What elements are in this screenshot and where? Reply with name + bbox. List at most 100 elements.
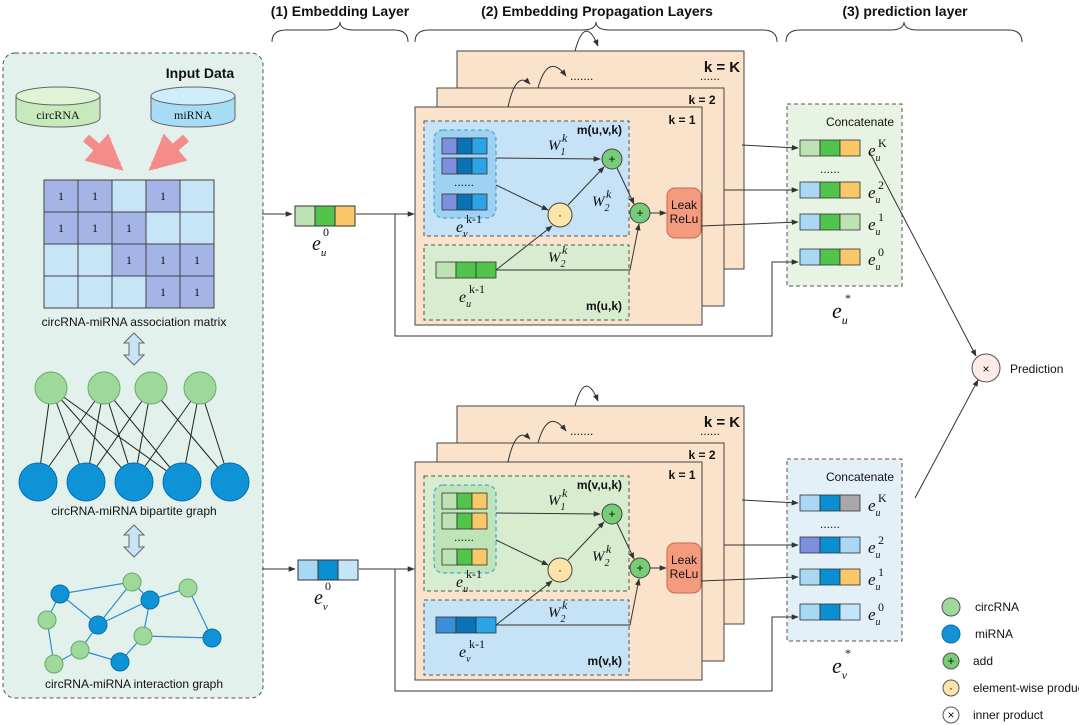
svg-text:0: 0: [323, 225, 329, 239]
arrow-add-to-add: [616, 167, 635, 205]
legend-label: inner product: [973, 708, 1044, 722]
symbol-concat-star: ev*: [832, 646, 851, 682]
circrna-database-icon: circRNA: [15, 86, 101, 128]
symbol-neighbor-km1: evk-1: [456, 212, 482, 240]
concatenate-title: Concatenate: [826, 115, 894, 129]
neighbor-embedding: [441, 548, 488, 566]
svg-text:k: k: [562, 243, 568, 257]
svg-text:W1: W1: [548, 138, 566, 158]
svg-text:ev: ev: [832, 653, 848, 682]
symbol-eu0: eu 0: [312, 225, 329, 259]
svg-text:eu: eu: [868, 215, 881, 238]
layer-dots: ......: [700, 424, 720, 438]
matrix-cell-value: 1: [194, 285, 200, 299]
circrna-database-label: circRNA: [36, 108, 80, 122]
svg-text:eu: eu: [868, 496, 881, 519]
svg-text:K: K: [878, 136, 887, 150]
recurrence-arrow: [574, 385, 599, 407]
arrow-to-concatenate: [700, 219, 799, 227]
arrow-to-concatenate: [394, 214, 799, 337]
symbol-w2k-self: W2k: [548, 243, 568, 270]
green-circle-icon: [941, 597, 961, 617]
matrix-cell: [179, 211, 215, 245]
svg-text:W2: W2: [548, 250, 566, 270]
arrow-to-prediction-u: [869, 152, 977, 357]
matrix-cell-value: 1: [194, 253, 200, 267]
leaky-relu-block: [666, 542, 702, 594]
svg-text:1: 1: [878, 565, 884, 579]
svg-text:2: 2: [878, 178, 884, 192]
matrix-cell-value: 1: [126, 253, 132, 267]
mirna-node: [162, 462, 202, 502]
inner-product-icon: [971, 353, 1001, 383]
circrna-arrow-icon: [83, 133, 124, 171]
leaky-relu-label: Leak: [671, 198, 698, 212]
recurrence-arrow: [507, 432, 531, 463]
legend-label: miRNA: [975, 627, 1013, 641]
concatenated-embedding: [799, 536, 861, 554]
svg-text:1: 1: [878, 210, 884, 224]
symbol-concat-row: euK: [868, 136, 887, 164]
arrow-to-concatenate: [394, 569, 799, 692]
svg-text:k: k: [562, 486, 568, 500]
circrna-node: [134, 371, 168, 405]
svg-text:0: 0: [878, 600, 884, 614]
double-arrow-icon: [122, 524, 146, 558]
svg-text:eu: eu: [868, 250, 881, 273]
svg-text:k: k: [606, 187, 612, 201]
arrow-to-concatenate: [741, 499, 799, 506]
neighbor-embedding: [441, 193, 488, 211]
matrix-cell-value: 1: [160, 253, 166, 267]
brace-prediction: [785, 21, 1023, 43]
recurrence-arrow: [537, 65, 567, 89]
section-headers: (1) Embedding Layer (2) Embedding Propag…: [271, 3, 1023, 43]
symbol-concat-row: eu2: [868, 533, 884, 561]
svg-text:W2: W2: [592, 549, 610, 569]
symbol-w1k: W1k: [548, 486, 568, 513]
svg-text:ev: ev: [459, 644, 471, 665]
mirna-arrow-icon: [148, 133, 189, 171]
matrix-cell: [145, 179, 181, 213]
neighbor-embedding: [441, 157, 488, 175]
add-symbol: +: [636, 561, 643, 575]
header-embedding-layer: (1) Embedding Layer: [271, 3, 410, 19]
svg-text:eu: eu: [868, 141, 881, 164]
svg-text:eu: eu: [868, 183, 881, 206]
add-symbol: +: [636, 206, 643, 220]
symbol-concat-row: eu1: [868, 565, 884, 593]
symbol-concat-row: eu0: [868, 245, 884, 273]
product-symbol: ·: [558, 563, 562, 577]
legend-label: add: [973, 654, 993, 668]
mirna-node: [66, 462, 106, 502]
symbol-neighbor-km1: euk-1: [456, 567, 482, 595]
concatenate-dots: ......: [820, 517, 840, 531]
arrow-self-to-product: [495, 225, 553, 271]
arrow-self-to-add: [496, 578, 641, 626]
brace-embedding: [271, 21, 409, 43]
message-box-self: [423, 244, 630, 321]
input-data-title: Input Data: [166, 65, 235, 81]
svg-text:eu: eu: [868, 605, 881, 628]
message-box-self-label: m(v,k): [588, 654, 622, 668]
matrix-cell: [145, 275, 181, 309]
add-circle-icon: [942, 652, 960, 670]
interaction-caption: circRNA-miRNA interaction graph: [45, 677, 223, 691]
neighbor-embedding: [441, 137, 488, 155]
svg-text:k: k: [562, 598, 568, 612]
symbol-concat-row: eu0: [868, 600, 884, 628]
inner-product-circle-icon: [942, 706, 960, 724]
circrna-node: [37, 610, 57, 630]
message-box-self: [423, 599, 630, 676]
double-arrow-icon: [122, 332, 146, 366]
neighbor-embedding: [441, 512, 488, 530]
message-box-self-label: m(u,k): [586, 299, 622, 313]
arrow-product-to-add: [567, 521, 605, 561]
svg-text:W2: W2: [548, 605, 566, 625]
symbol-self-km1: evk-1: [459, 637, 485, 665]
recurrence-arrow: [537, 420, 567, 444]
mirna-node: [88, 615, 108, 635]
svg-text:k-1: k-1: [466, 212, 482, 226]
